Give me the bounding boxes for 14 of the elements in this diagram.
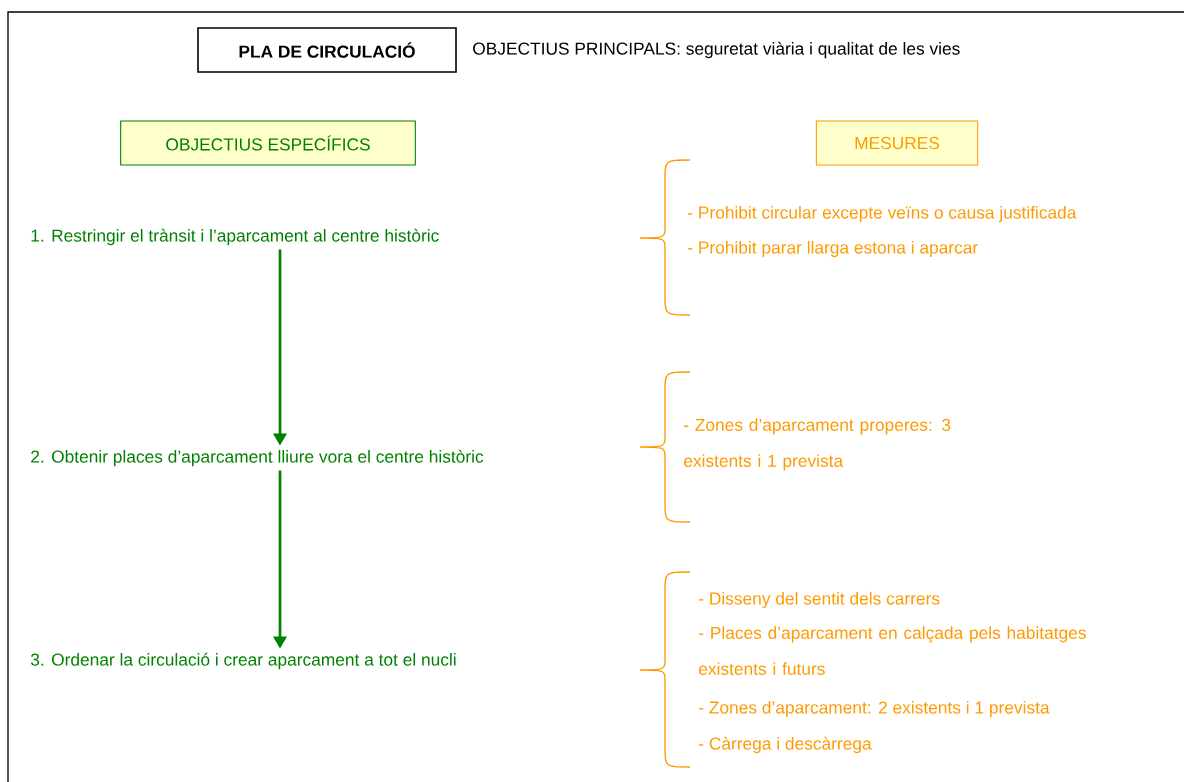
- heading-box: OBJECTIUS ESPECÍFICS: [120, 120, 416, 166]
- measure-text: - Prohibit circular excepte veïns o causa justificada: [688, 205, 1077, 223]
- heading-box: MESURES: [815, 120, 979, 166]
- measure-text: - Zones d’aparcament: 2 existents i 1 prevista: [699, 700, 1050, 718]
- objective-text: 1. Restringir el trànsit i l’aparcament al centre històric: [31, 228, 439, 246]
- title-box: PLA DE CIRCULACIÓ: [197, 27, 457, 73]
- measure-text: - Places d’aparcament en calçada pels habitatges existents i futurs: [699, 626, 1086, 675]
- measure-text: - Càrrega i descàrrega: [699, 736, 872, 754]
- objective-text: 2. Obtenir places d’aparcament lliure vora el centre històric: [31, 449, 484, 467]
- measure-text: - Zones d’aparcament properes: 3 existents i 1 prevista: [684, 418, 951, 471]
- subtitle-text: OBJECTIUS PRINCIPALS: seguretat viària i qualitat de les vies: [473, 41, 960, 59]
- objective-text: 3. Ordenar la circulació i crear aparcament a tot el nucli: [30, 652, 456, 670]
- measure-text: - Prohibit parar llarga estona i aparcar: [688, 240, 978, 258]
- measure-text: - Disseny del sentit dels carrers: [699, 591, 940, 609]
